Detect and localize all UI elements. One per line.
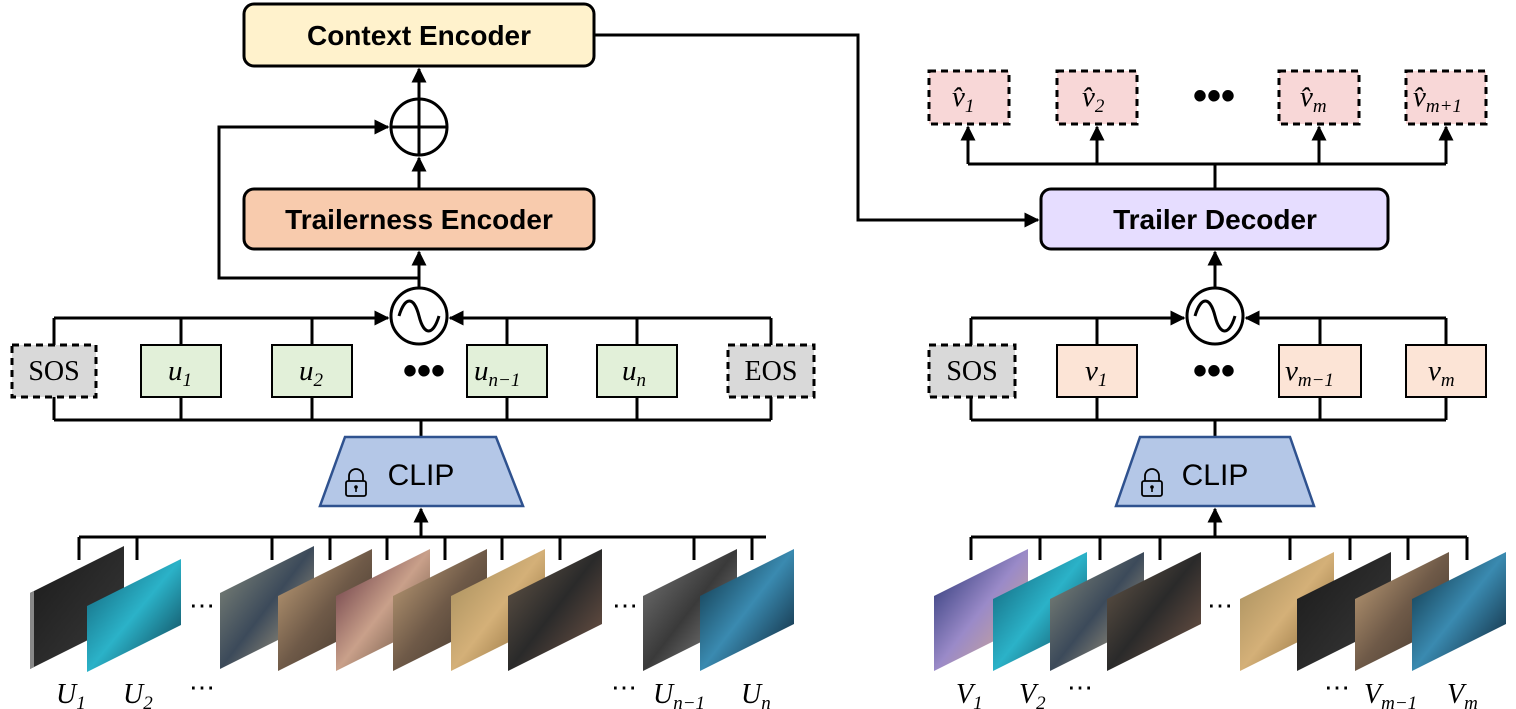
trailerness-encoder-block: Trailerness Encoder [242,187,596,251]
shuffle-icon [389,286,449,346]
frame-left-6 [393,549,487,671]
svg-text:un−1: un−1 [474,355,520,391]
token-u1: u1 [140,344,222,398]
context-encoder-block: Context Encoder [242,2,596,68]
residual-skip-arrow [217,119,419,280]
token-u-n-minus-1: un−1 [466,344,548,398]
frame-U2 [87,559,181,672]
svg-text:v̂m+1: v̂m+1 [1413,81,1462,117]
frame-U-n [700,549,794,671]
label-U2: U2 [123,679,153,709]
output-v-hat-2: v̂2 [1055,69,1139,126]
label-U-n: Un [741,679,771,709]
right-token-dots: ••• [1193,349,1235,393]
frame-U1 [30,546,124,669]
frame-left-5 [336,549,430,671]
clip-encoder-left: CLIP [318,435,525,508]
trailer-decoder-label: Trailer Decoder [1113,204,1317,235]
label-V-m-minus-1: Vm−1 [1364,679,1417,709]
left-label-dots-a: ⋯ [189,673,215,702]
svg-text:v̂1: v̂1 [952,81,974,117]
frame-V1 [934,549,1028,671]
left-frame-ticks [77,537,754,560]
svg-text:v̂2: v̂2 [1082,81,1105,117]
clip-right-label: CLIP [1182,459,1249,492]
frame-left-4 [278,549,372,671]
label-V2: V2 [1019,679,1046,709]
output-v-hat-m: v̂m [1277,69,1361,126]
oplus-icon [389,97,449,157]
frame-left-3 [220,546,314,669]
output-v-hat-m-plus-1: v̂m+1 [1404,69,1488,126]
token-sos-right: SOS [927,343,1017,399]
svg-text:vm−1: vm−1 [1285,355,1334,391]
svg-text:EOS: EOS [745,356,798,387]
frame-V2 [993,552,1087,671]
context-encoder-label: Context Encoder [307,20,531,51]
frame-right-7 [1355,552,1449,671]
trailer-decoder-block: Trailer Decoder [1039,187,1390,251]
label-U-n-minus-1: Un−1 [653,679,705,709]
lock-icon [1141,468,1163,497]
right-label-dots-b: ⋯ [1324,673,1350,702]
clip-encoder-right: CLIP [1114,435,1316,508]
left-frame-dots-b: ⋯ [612,591,638,620]
frame-right-6 [1297,552,1391,671]
svg-text:u2: u2 [299,355,324,391]
frame-right-4 [1107,552,1201,671]
svg-text:SOS: SOS [28,356,79,387]
label-V1: V1 [956,679,983,709]
svg-text:un: un [622,355,646,391]
frame-right-3 [1050,552,1144,671]
frame-V-m [1412,552,1506,671]
frame-left-8 [508,549,602,671]
output-dots: ••• [1193,74,1235,118]
frame-right-5 [1240,552,1334,671]
svg-text:vm: vm [1428,355,1455,391]
shuffle-icon [1185,286,1245,346]
right-frame-dots: ⋯ [1207,591,1233,620]
output-v-hat-1: v̂1 [927,69,1011,126]
context-to-decoder-arrow [594,33,1040,228]
svg-text:v̂m: v̂m [1300,81,1327,117]
token-v1: v1 [1056,344,1138,398]
frame-left-7 [451,549,545,671]
left-frame-dots-a: ⋯ [189,591,215,620]
token-v-m-minus-1: vm−1 [1278,344,1362,398]
token-u2: u2 [271,344,353,398]
token-u-n: un [596,344,678,398]
label-U1: U1 [56,679,86,709]
clip-left-label: CLIP [388,459,455,492]
svg-text:SOS: SOS [946,356,997,387]
token-v-m: vm [1405,344,1487,398]
label-V-m: Vm [1447,679,1478,709]
trailerness-encoder-label: Trailerness Encoder [285,204,553,235]
svg-text:v1: v1 [1085,355,1107,391]
right-frame-ticks [969,537,1469,560]
right-label-dots-a: ⋯ [1067,673,1093,702]
svg-text:u1: u1 [168,355,192,391]
frame-U-n-minus-1 [643,549,737,671]
left-label-dots-b: ⋯ [611,673,637,702]
token-eos-left: EOS [726,343,816,399]
left-token-dots: ••• [403,349,445,393]
lock-icon [345,468,367,497]
token-sos-left: SOS [10,343,98,399]
